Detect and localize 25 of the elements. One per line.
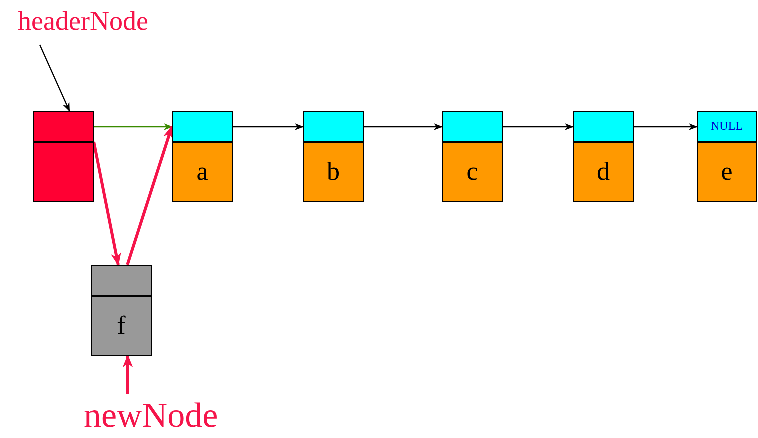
pointer-arrow xyxy=(92,142,122,266)
arrow xyxy=(94,123,173,131)
data-field: d xyxy=(574,143,633,201)
arrow xyxy=(233,123,304,131)
data-field: c xyxy=(443,143,502,201)
node-label: newNode xyxy=(84,396,218,436)
arrow xyxy=(503,123,574,131)
list-node xyxy=(442,111,503,202)
list-node xyxy=(303,111,364,202)
arrow xyxy=(634,123,698,131)
pointer-field: NULL xyxy=(698,112,756,143)
list-node xyxy=(697,111,757,202)
pointer-arrow xyxy=(122,354,134,394)
list-node xyxy=(573,111,634,202)
data-field: b xyxy=(304,143,363,201)
list-node xyxy=(172,111,233,202)
node-label: headerNode xyxy=(18,6,148,37)
data-field: a xyxy=(173,143,232,201)
list-node xyxy=(91,265,152,356)
pointer-arrow xyxy=(126,126,174,266)
arrow xyxy=(364,123,443,131)
data-field: e xyxy=(698,143,756,201)
list-node xyxy=(33,111,94,202)
data-field: f xyxy=(92,297,151,355)
arrow xyxy=(39,44,70,112)
